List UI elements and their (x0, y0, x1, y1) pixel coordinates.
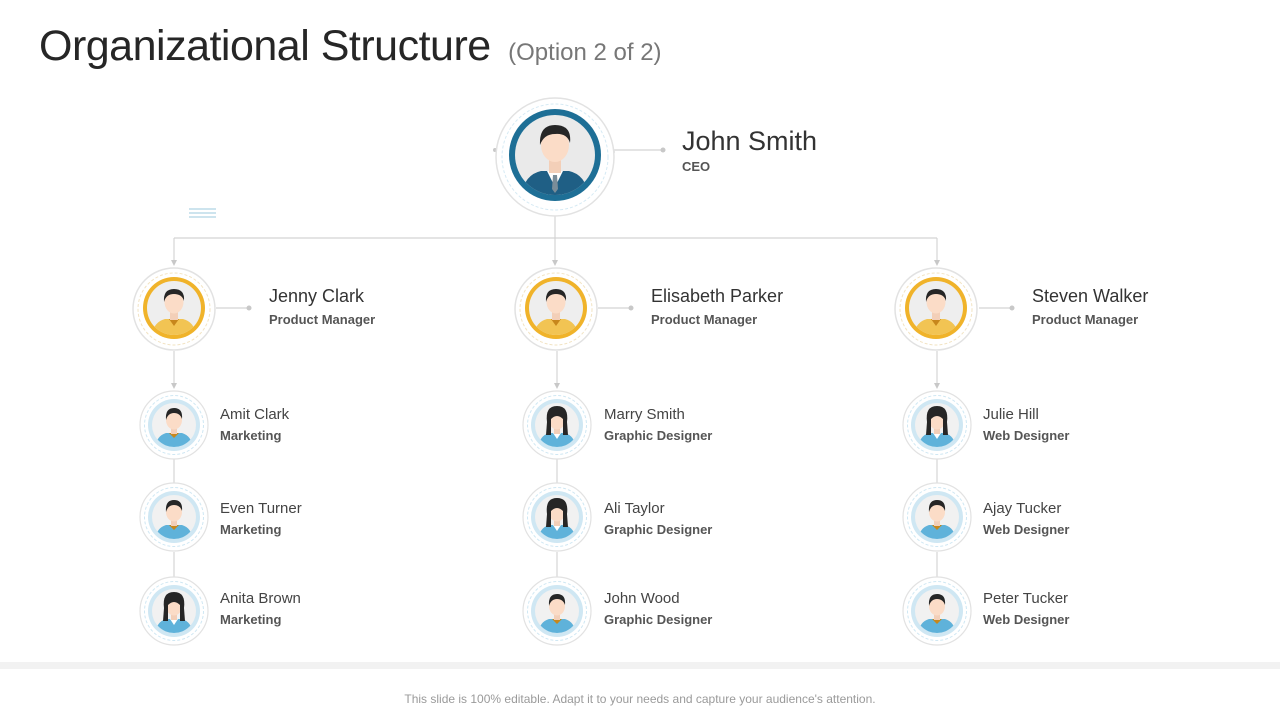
employee-name: Amit Clark (220, 406, 290, 423)
employee-name: Ali Taylor (604, 500, 665, 517)
employee-name: Anita Brown (220, 590, 301, 607)
manager-avatar (514, 267, 598, 351)
footer-band (0, 662, 1280, 720)
ceo-role: CEO (682, 159, 711, 174)
employee-label: John Wood Graphic Designer (604, 590, 712, 627)
employee-label: Marry Smith Graphic Designer (604, 406, 712, 443)
employee-avatar (139, 390, 209, 460)
employee-role: Marketing (220, 428, 282, 443)
employee-role: Graphic Designer (604, 428, 713, 443)
manager-name: Elisabeth Parker (651, 286, 784, 306)
employee-role: Graphic Designer (604, 612, 713, 627)
employee-avatar (522, 390, 592, 460)
employee-avatar (522, 482, 592, 552)
employee-role: Marketing (220, 522, 282, 537)
manager-avatar (132, 267, 216, 351)
employee-name: Julie Hill (983, 406, 1039, 423)
employee-avatar (902, 482, 972, 552)
manager-role: Product Manager (269, 312, 376, 327)
employee-avatar (902, 390, 972, 460)
manager-role: Product Manager (1032, 312, 1139, 327)
ceo-name: John Smith (682, 126, 818, 156)
employee-label: Ajay Tucker Web Designer (983, 500, 1069, 537)
employee-label: Amit Clark Marketing (220, 406, 289, 443)
employee-role: Web Designer (983, 612, 1070, 627)
employee-name: Ajay Tucker (983, 500, 1062, 517)
employee-label: Ali Taylor Graphic Designer (604, 500, 712, 537)
manager-name: Jenny Clark (269, 286, 365, 306)
employee-role: Web Designer (983, 428, 1070, 443)
employee-role: Graphic Designer (604, 522, 713, 537)
manager-label: Jenny Clark Product Manager (269, 286, 375, 327)
employee-name: John Wood (604, 590, 680, 607)
slide-title: Organizational Structure (Option 2 of 2) (39, 22, 662, 70)
employee-avatar (139, 482, 209, 552)
employee-name: Marry Smith (604, 406, 685, 423)
employee-label: Julie Hill Web Designer (983, 406, 1069, 443)
manager-name: Steven Walker (1032, 286, 1149, 306)
footer-note: This slide is 100% editable. Adapt it to… (404, 692, 876, 706)
employee-avatar (139, 576, 209, 646)
ceo-avatar (495, 97, 615, 217)
ceo-label: John Smith CEO (682, 126, 817, 174)
manager-role: Product Manager (651, 312, 758, 327)
manager-avatar (894, 267, 978, 351)
employee-avatar (522, 576, 592, 646)
employee-role: Web Designer (983, 522, 1070, 537)
employee-name: Even Turner (220, 500, 302, 517)
manager-label: Elisabeth Parker Product Manager (651, 286, 783, 327)
slide-subtitle: (Option 2 of 2) (508, 39, 662, 66)
employee-role: Marketing (220, 612, 282, 627)
employee-label: Even Turner Marketing (220, 500, 302, 537)
employee-label: Anita Brown Marketing (220, 590, 301, 627)
employee-label: Peter Tucker Web Designer (983, 590, 1069, 627)
employee-name: Peter Tucker (983, 590, 1069, 607)
manager-label: Steven Walker Product Manager (1032, 286, 1148, 327)
employee-avatar (902, 576, 972, 646)
